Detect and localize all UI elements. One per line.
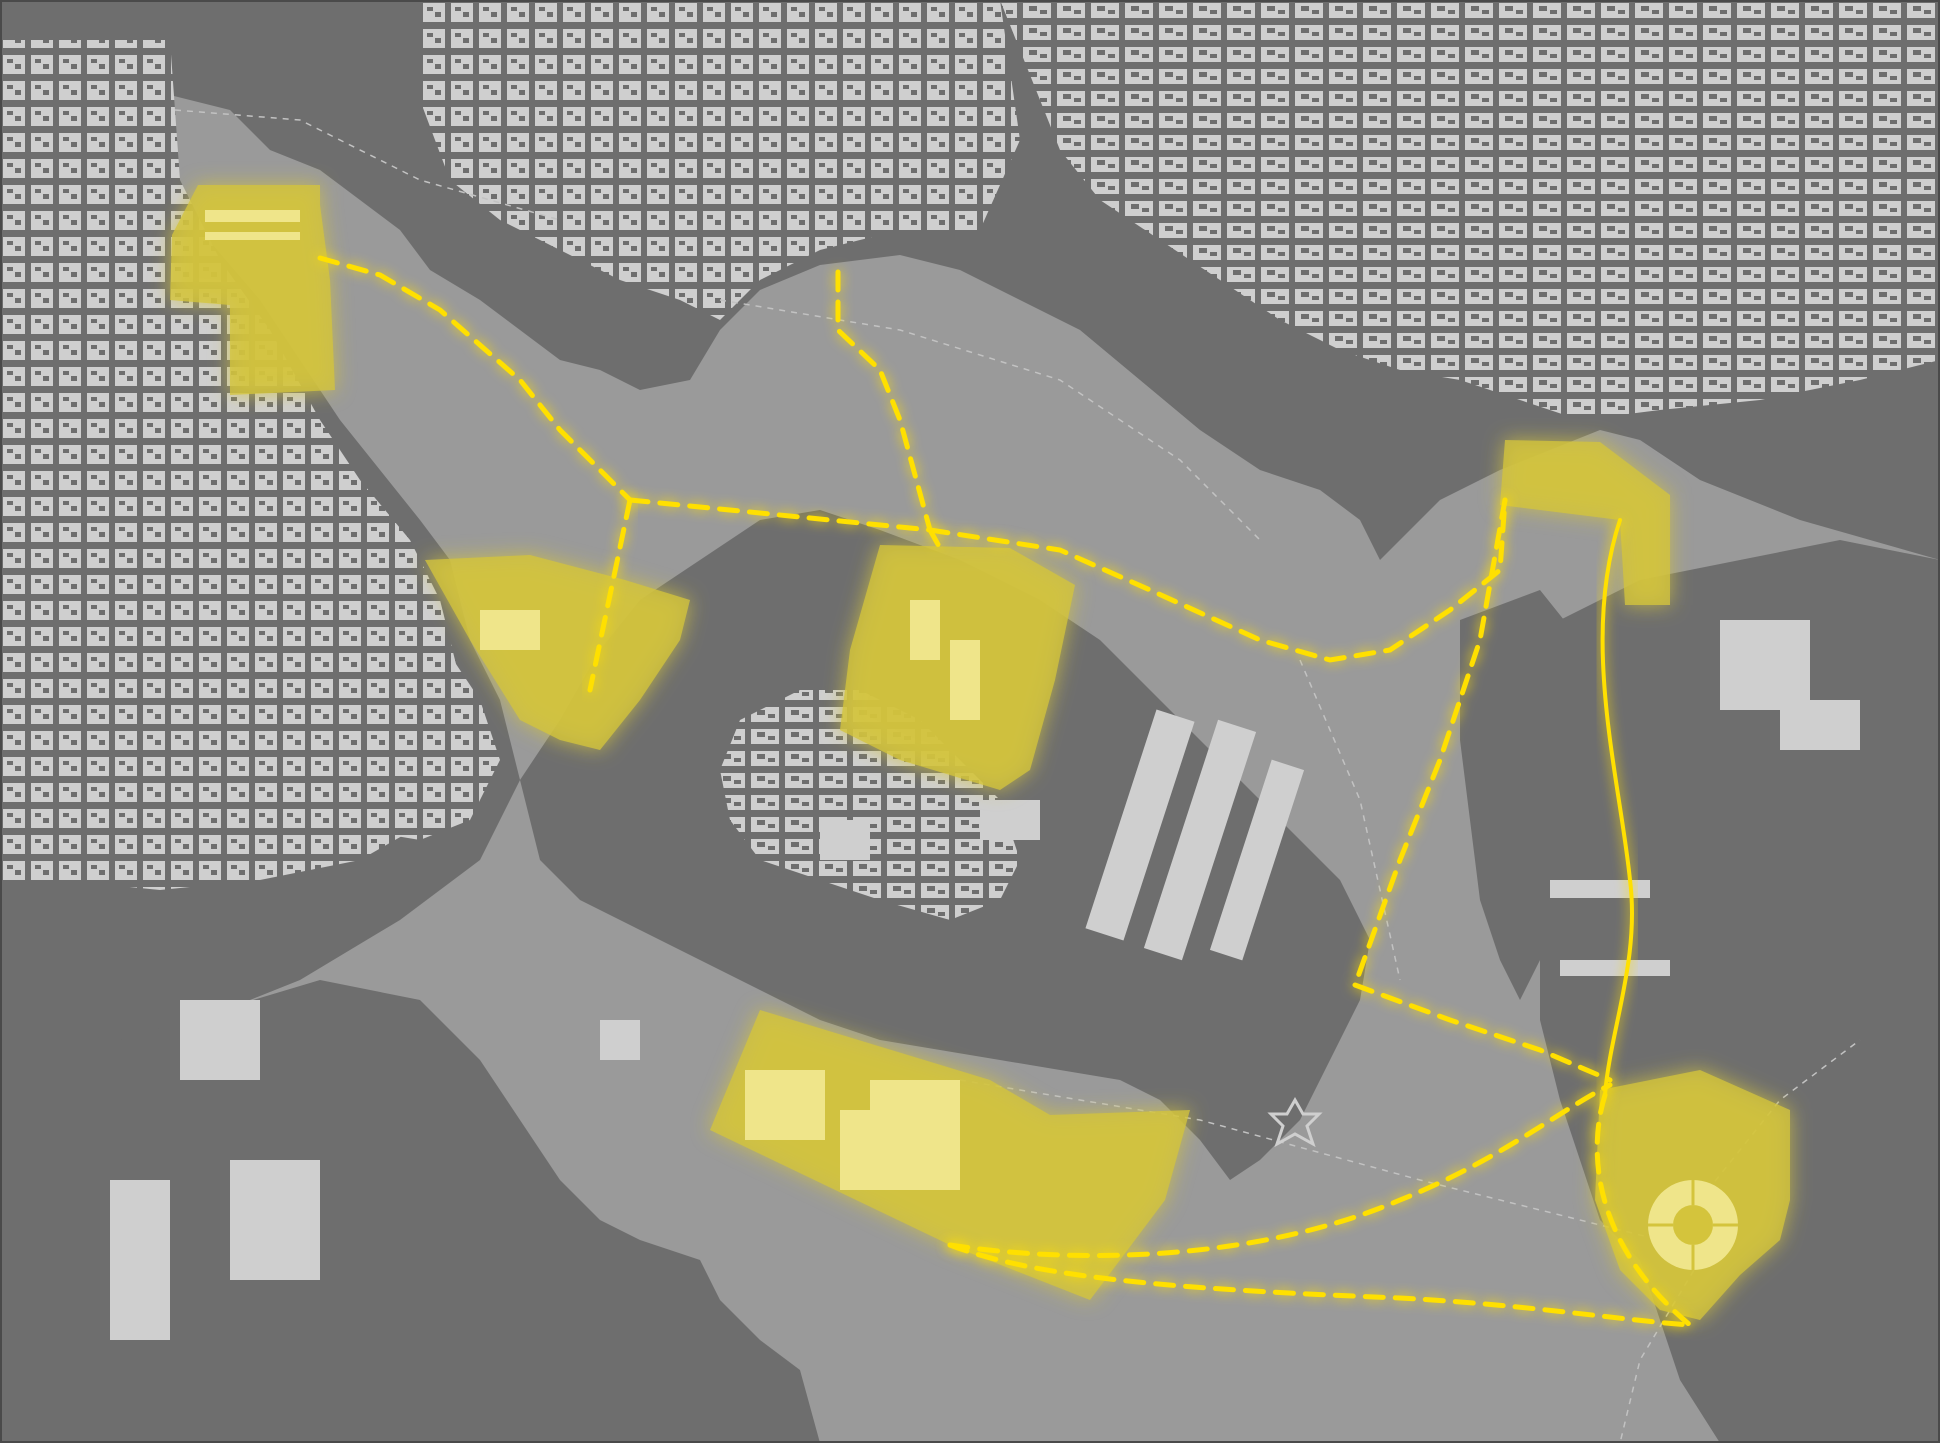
zone-building xyxy=(205,232,300,240)
route-junction-to-northeast xyxy=(927,497,1508,663)
city-blocks xyxy=(0,0,1940,920)
zone-building xyxy=(870,1080,960,1110)
map-feature xyxy=(1299,659,1401,981)
east-warehouse xyxy=(1780,700,1860,750)
peninsula-building xyxy=(600,1020,640,1060)
southwest-land xyxy=(0,980,820,1443)
star-fort-icon xyxy=(1267,1096,1323,1148)
zone-building xyxy=(910,600,940,660)
east-pier xyxy=(1550,880,1650,898)
zone-building xyxy=(840,1110,960,1190)
north-blocks xyxy=(420,0,1020,320)
northeast-terminal-zone xyxy=(1500,440,1670,605)
zone-building xyxy=(480,610,540,650)
east-warehouse xyxy=(1720,620,1810,710)
map-feature xyxy=(1699,1039,1861,1201)
peninsula-building xyxy=(980,800,1040,840)
zone-building xyxy=(205,210,300,222)
yellow-routes xyxy=(317,255,1693,1328)
northeast-blocks xyxy=(1000,0,1940,420)
zone-building xyxy=(950,640,980,720)
map-feature xyxy=(959,1079,1661,1241)
large-buildings xyxy=(110,620,1860,1340)
zone-building-details xyxy=(205,210,980,1190)
circular-stadium-icon xyxy=(1648,1180,1738,1270)
route-nw-to-junction xyxy=(317,255,633,503)
zone-building xyxy=(745,1070,825,1140)
route-northeast-to-point xyxy=(1352,497,1508,988)
west-shore-blocks xyxy=(290,580,500,840)
southwest-building xyxy=(110,1180,170,1340)
southwest-building xyxy=(180,1000,260,1080)
landmarks xyxy=(1267,1096,1738,1270)
pier-building xyxy=(1085,709,1195,941)
pier-building xyxy=(1143,719,1257,961)
southwest-building xyxy=(230,1160,320,1280)
peninsula-building xyxy=(820,820,870,860)
route-south-pier-to-southeast-upper xyxy=(947,1082,1693,1328)
route-junction-to-west-shore xyxy=(587,497,633,693)
map-feature xyxy=(174,109,561,221)
west-shore-zone xyxy=(425,555,690,750)
route-northeast-to-southeast xyxy=(1600,518,1635,1097)
route-south-pier-to-southeast-lower xyxy=(947,1242,1693,1328)
route-point-to-southeast xyxy=(1352,982,1613,1083)
east-pier xyxy=(1560,960,1670,976)
pier-building xyxy=(1209,759,1305,961)
east-shore-land xyxy=(1460,590,1590,1000)
